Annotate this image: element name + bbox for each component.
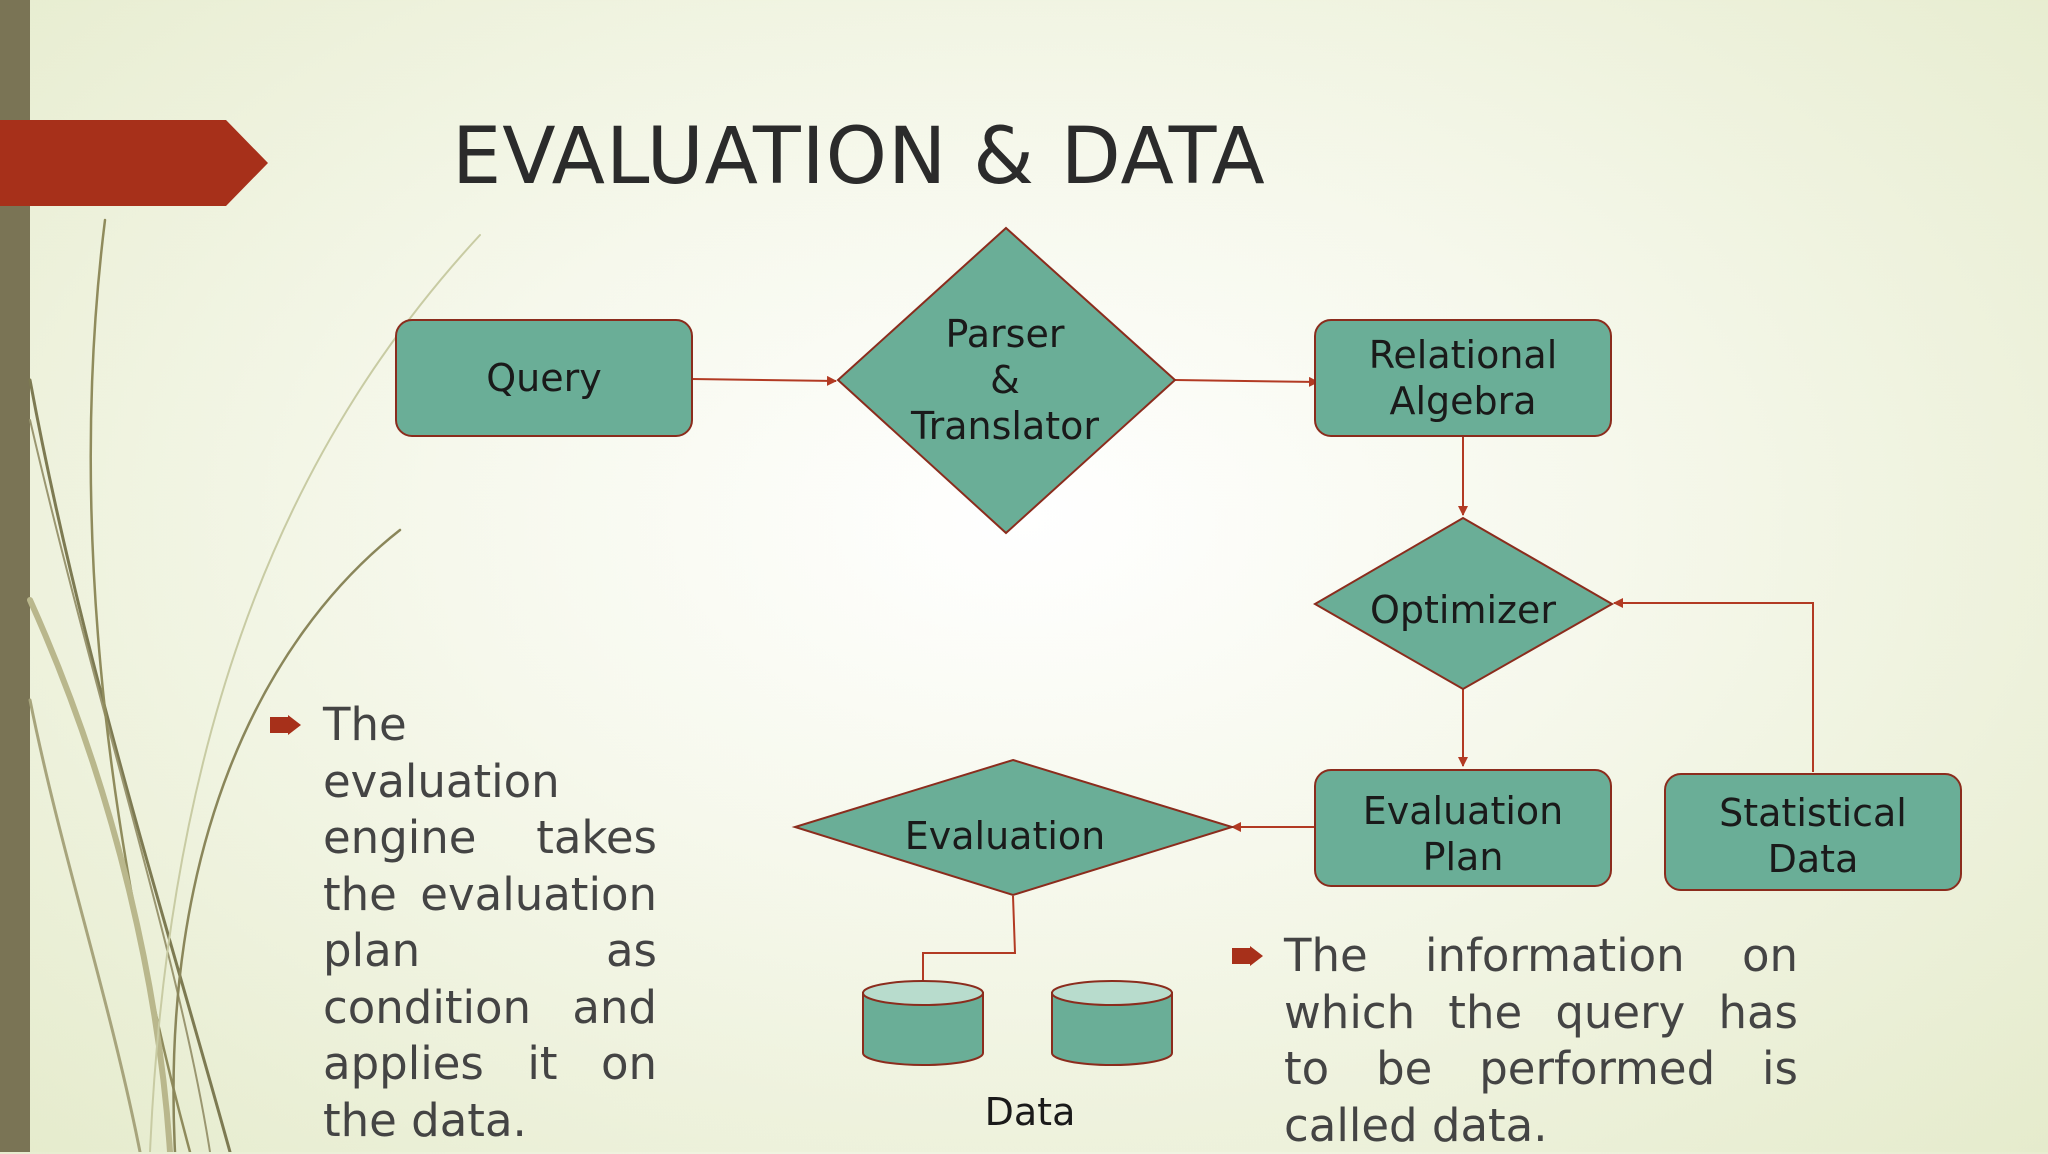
- relational-algebra-box: [1314, 319, 1612, 437]
- diagram-shapes: [395, 226, 1962, 897]
- optimizer-diamond: [1313, 516, 1615, 691]
- parser-diamond: [836, 226, 1177, 535]
- evaluation-label: Evaluation: [904, 814, 1106, 858]
- statistical-data-label: Statistical Data: [1665, 778, 1961, 894]
- bullet-information-data: The information on which the query has t…: [1284, 929, 1798, 1152]
- storage-cylinder-right: [1051, 980, 1173, 1066]
- arrow-parser-to-relational: [1174, 376, 1319, 387]
- relational-line-1: Relational: [1368, 333, 1558, 377]
- storage-cylinder-left: [862, 980, 984, 1066]
- parser-line-2: &: [990, 358, 1020, 402]
- parser-line-1: Parser: [945, 312, 1065, 356]
- query-box: [395, 319, 693, 437]
- statistical-line-1: Statistical: [1719, 791, 1907, 835]
- statistical-data-box: [1664, 773, 1962, 891]
- data-storage-label: Data: [984, 1090, 1076, 1134]
- arrow-statistics-to-optimizer: [1613, 598, 1814, 772]
- connector-evaluation-to-storage: [922, 895, 1017, 982]
- plan-line-2: Plan: [1422, 835, 1504, 879]
- title-accent-arrow: [0, 120, 268, 206]
- slide-title: EVALUATION & DATA: [452, 112, 1266, 202]
- statistical-line-2: Data: [1767, 837, 1859, 881]
- evaluation-plan-label: Evaluation Plan: [1315, 776, 1611, 892]
- evaluation-plan-box: [1314, 769, 1612, 887]
- evaluation-diamond: [791, 758, 1236, 897]
- parser-line-3: Translator: [910, 404, 1100, 448]
- relational-algebra-label: Relational Algebra: [1315, 320, 1611, 436]
- arrow-query-to-parser: [691, 375, 837, 386]
- query-label: Query: [486, 356, 602, 400]
- relational-line-2: Algebra: [1389, 379, 1537, 423]
- optimizer-label: Optimizer: [1369, 588, 1556, 632]
- parser-translator-label: Parser & Translator: [860, 300, 1150, 460]
- connectors: [691, 375, 1814, 982]
- bullet-evaluation-engine: The evaluation engine takes the evaluati…: [323, 698, 657, 1147]
- plan-line-1: Evaluation: [1362, 789, 1564, 833]
